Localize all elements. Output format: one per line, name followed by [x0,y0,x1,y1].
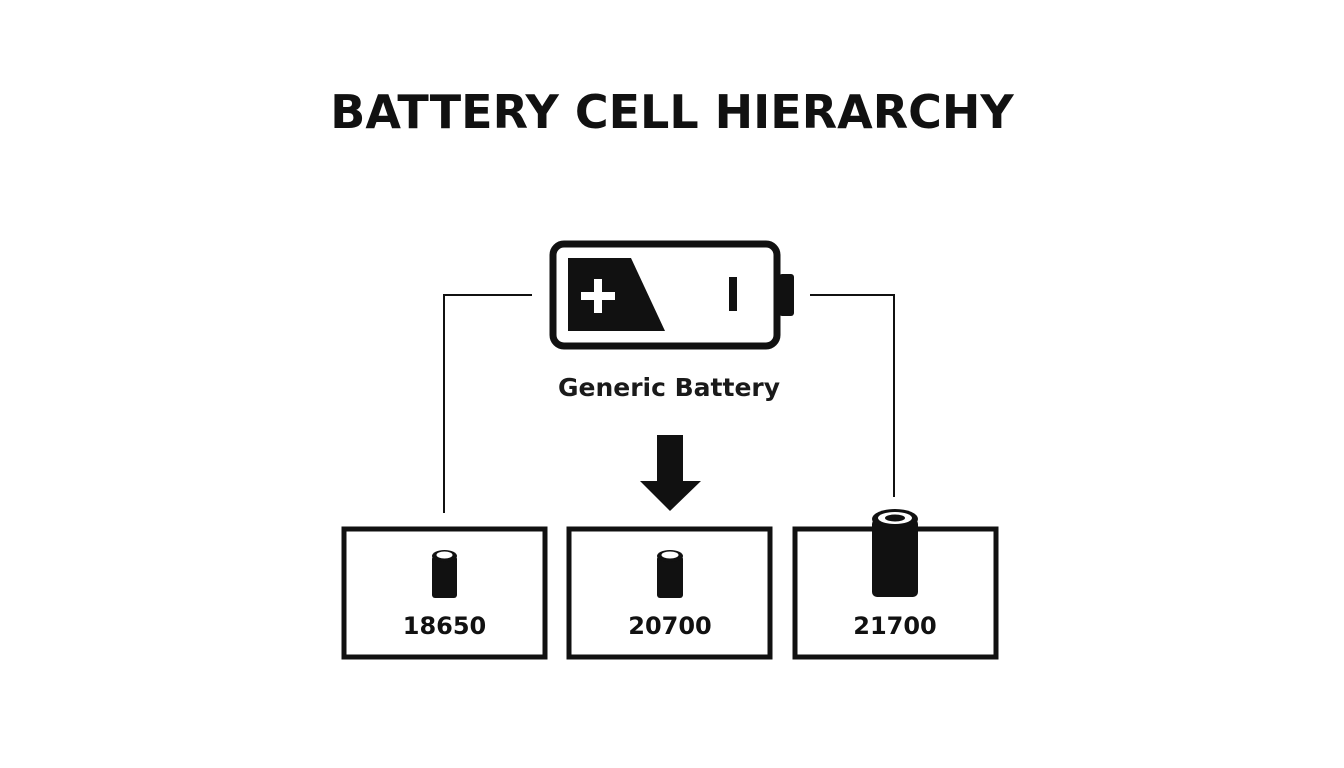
cylindrical-cell-icon [872,509,918,597]
down-arrow-icon [640,435,701,511]
battery-icon [549,240,794,350]
diagram-title: BATTERY CELL HIERARCHY [330,85,1014,139]
connector-left [443,294,532,513]
cylindrical-cell-icon [432,550,457,598]
cell-box-21700: 21700 [792,509,999,660]
cell-box-20700: 20700 [566,526,773,660]
cell-label-20700: 20700 [628,612,712,640]
connector-right [810,294,895,497]
plus-terminal-icon [581,279,615,313]
cell-label-18650: 18650 [403,612,487,640]
cylindrical-cell-icon [657,550,683,598]
cell-label-21700: 21700 [853,612,937,640]
minus-terminal-icon [729,277,737,311]
cell-box-18650: 18650 [341,526,548,660]
root-label: Generic Battery [558,373,780,402]
